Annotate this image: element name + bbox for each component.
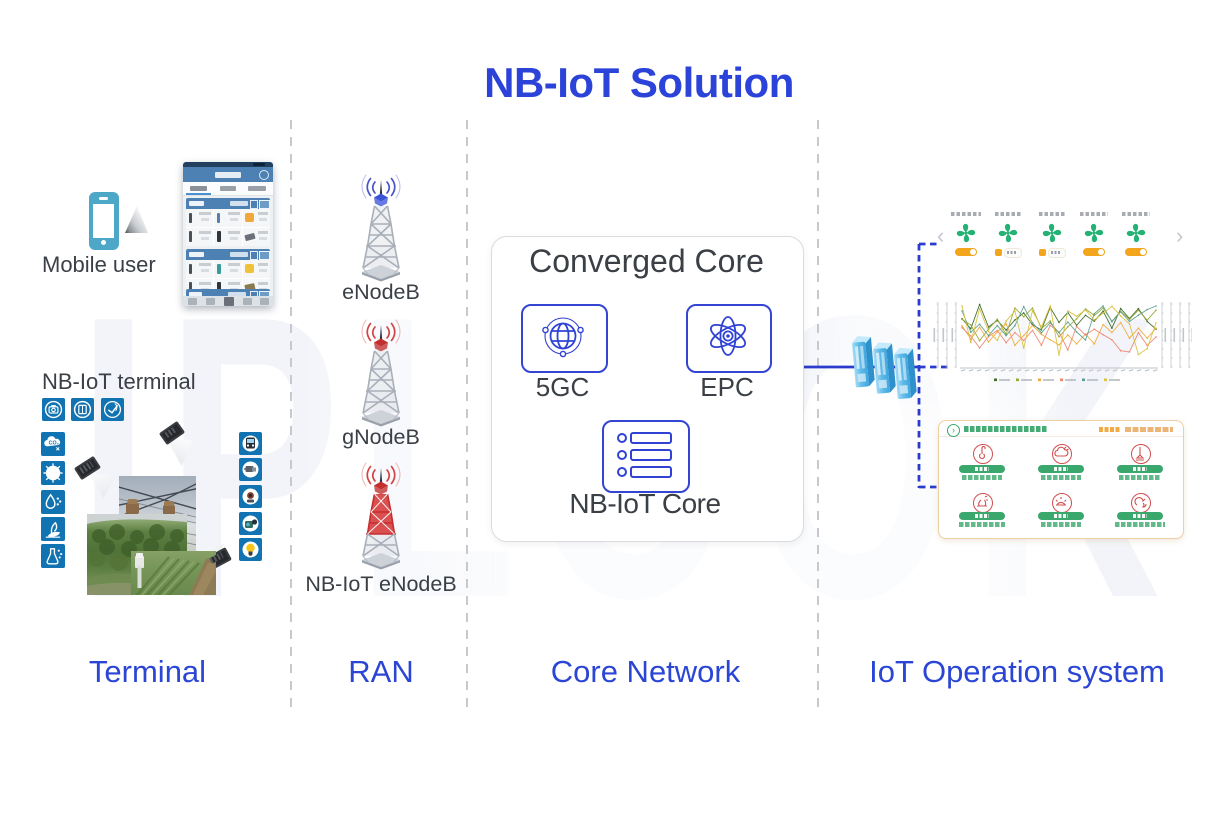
svg-text:CO₂: CO₂ (49, 440, 60, 446)
